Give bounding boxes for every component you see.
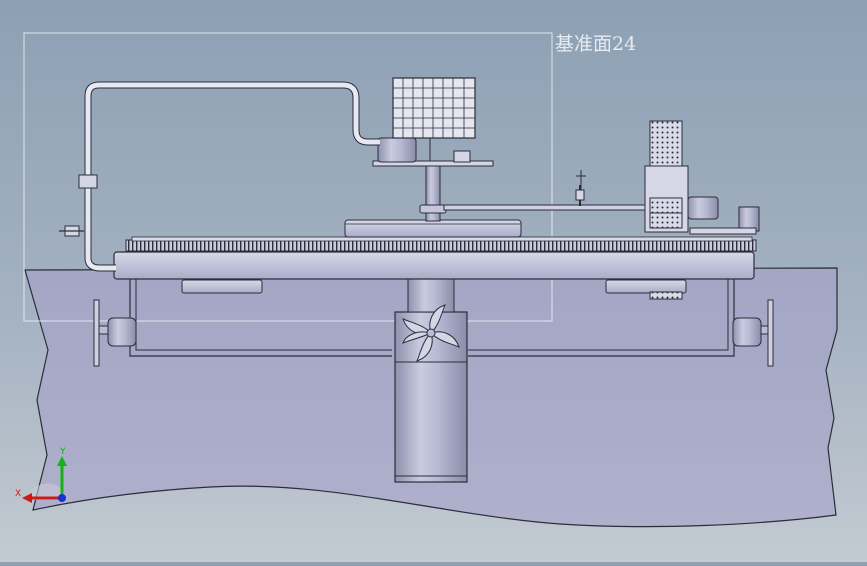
turntable-disk[interactable] xyxy=(344,219,522,238)
support-frame xyxy=(129,278,735,357)
reference-plane-outline[interactable] xyxy=(23,32,553,322)
main-deck[interactable] xyxy=(113,236,757,280)
pipe-valve[interactable] xyxy=(78,174,98,189)
solar-panel-icon[interactable] xyxy=(392,77,476,139)
reference-plane-label[interactable]: 基准面24 xyxy=(555,33,637,55)
right-machinery[interactable] xyxy=(644,120,760,235)
upper-platform[interactable] xyxy=(372,137,494,167)
right-side-thruster[interactable] xyxy=(732,299,774,367)
axis-x-label: X xyxy=(15,489,21,499)
axis-y-label: Y xyxy=(59,447,66,457)
left-side-thruster[interactable] xyxy=(93,299,137,367)
pipe-network[interactable] xyxy=(84,81,380,272)
left-lower-pod xyxy=(181,279,263,294)
axis-triad-icon: Y X xyxy=(15,447,67,503)
propeller-icon[interactable] xyxy=(402,304,460,362)
right-lower-pod xyxy=(605,279,687,294)
sensor-arm[interactable] xyxy=(443,170,659,211)
